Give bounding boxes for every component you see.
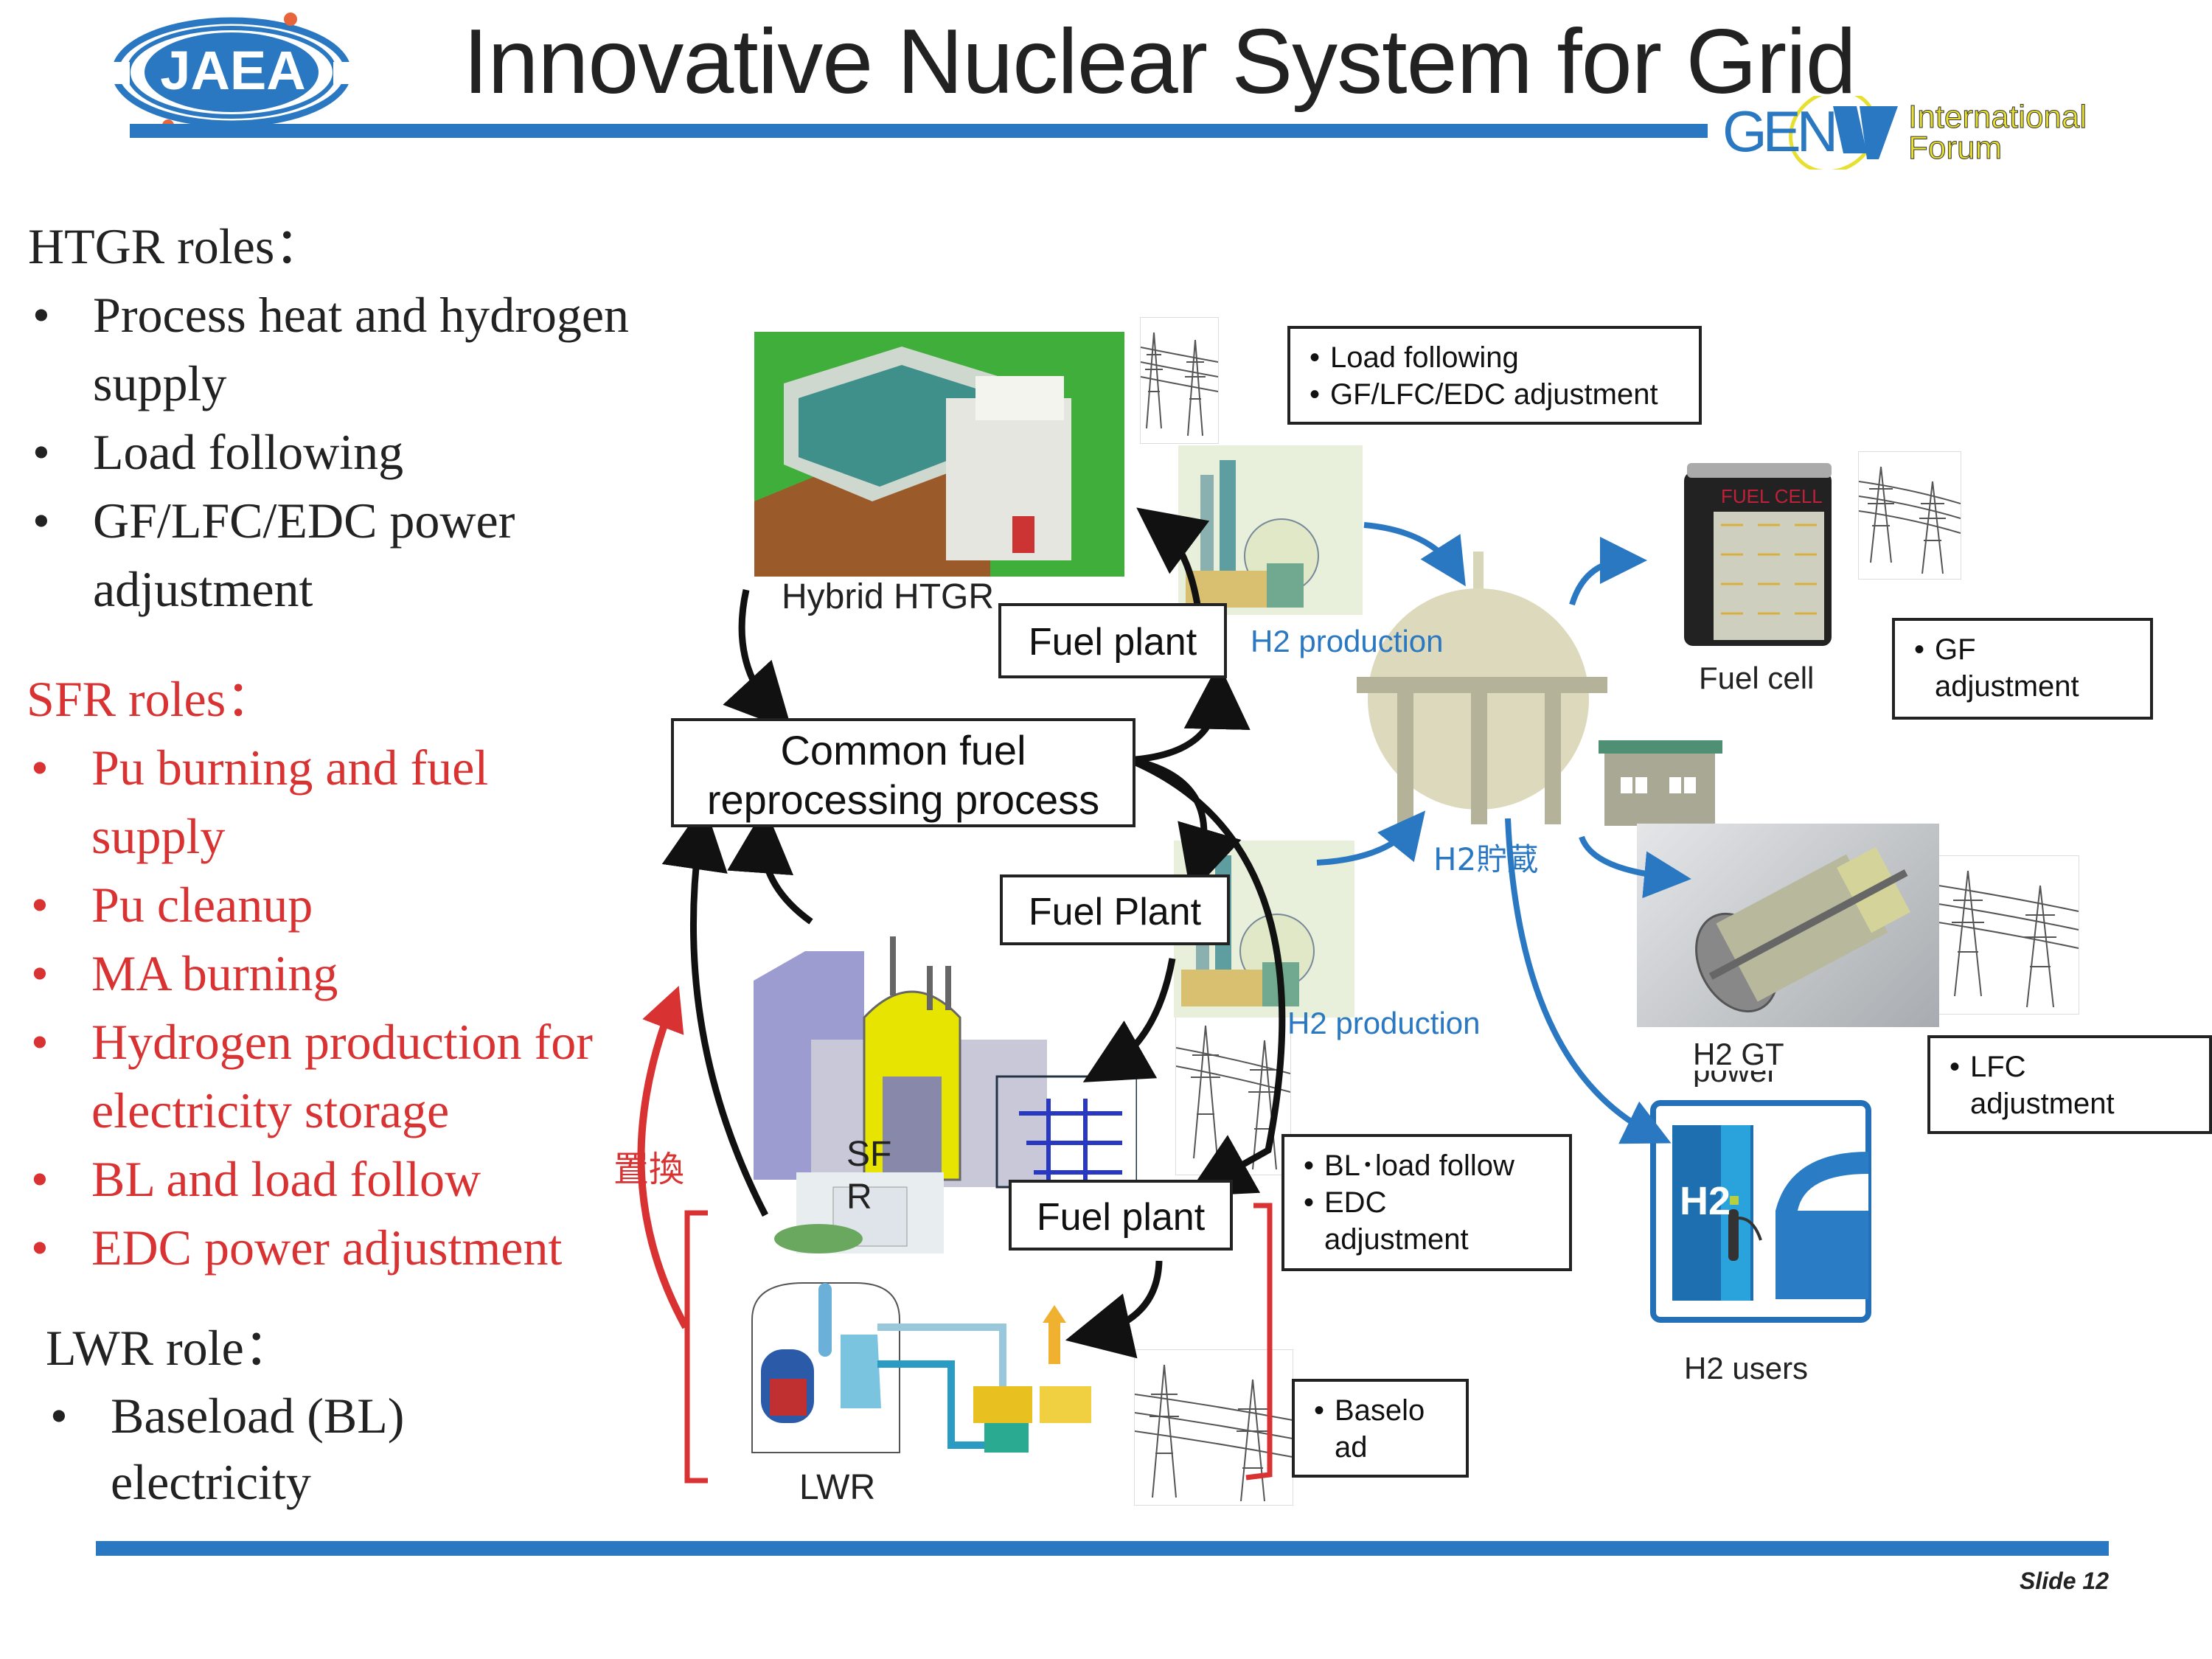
h2-fuel-station-icon xyxy=(1650,1100,1871,1323)
htgr-plant-illustration xyxy=(754,347,1071,577)
lwr-image xyxy=(737,1172,1135,1467)
h2-production-plant-image xyxy=(1178,445,1363,615)
power-tower-image xyxy=(1938,855,2079,1015)
sfr-plant-illustration xyxy=(754,936,1137,1189)
gt-caption-line2: power xyxy=(1693,1071,1777,1087)
storage-building-icon xyxy=(1599,740,1722,826)
h2-gas-turbine-image xyxy=(1637,824,1939,1027)
geniv-orbit-icon xyxy=(1789,96,1898,170)
fuel-cell-caption: Fuel cell xyxy=(1699,661,1815,695)
sfr-role-item: MA burning xyxy=(27,939,690,1008)
htgr-role-item: GF/LFC/EDC power adjustment xyxy=(28,487,639,624)
jaea-logo-text: JAEA xyxy=(160,40,306,101)
arrow-sfr-to-reprocessing xyxy=(727,807,813,925)
page-title: Innovative Nuclear System for Grid xyxy=(463,11,1857,113)
htgr-role-item: Load following xyxy=(28,418,728,487)
gas-turbine-icon xyxy=(1695,846,1910,1013)
sfr-image xyxy=(754,936,1137,1202)
h2-storage-label: H2貯蔵 xyxy=(1433,841,1539,877)
fuel-plant-box-lwr[interactable]: Fuel plant xyxy=(1009,1180,1233,1251)
power-tower-image xyxy=(1140,317,1219,444)
power-tower-icon xyxy=(1135,1364,1293,1502)
lwr-role-item: Baseload (BL) electricity xyxy=(46,1382,509,1515)
common-reprocessing-line1: Common fuel xyxy=(780,727,1026,773)
fuel-cell-image: FUEL CELL xyxy=(1684,459,1839,652)
power-tower-icon xyxy=(1176,1025,1290,1170)
lwr-plant-illustration xyxy=(751,1172,1091,1453)
h2-users-image: H2 xyxy=(1650,1100,1871,1323)
note-fuel-cell: GF adjustment xyxy=(1892,618,2153,720)
geniv-line1: International xyxy=(1907,99,2087,135)
note-gt: LFC adjustment xyxy=(1927,1035,2212,1134)
lwr-bracket-left xyxy=(684,1210,708,1484)
common-reprocessing-line2: reprocessing process xyxy=(706,776,1100,824)
replacement-label: 置換 xyxy=(613,1149,685,1190)
htgr-role-item: Process heat and hydrogen supply xyxy=(28,281,742,418)
h2-storage-tank xyxy=(1357,552,1607,824)
footer-divider xyxy=(96,1541,2109,1556)
arrow-htgr-to-reprocessing xyxy=(723,589,793,731)
lwr-roles-heading: LWR role： xyxy=(46,1320,294,1376)
h2-production-label-mid: H2 production xyxy=(1287,1006,1481,1040)
header-divider xyxy=(130,124,1708,138)
sfr-caption-line2: R xyxy=(846,1178,872,1217)
note-lwr: Baselo ad xyxy=(1292,1379,1469,1478)
fuel-cell-icon xyxy=(1684,463,1832,646)
sfr-role-item: Pu burning and fuel supply xyxy=(27,734,608,871)
sfr-roles-heading: SFR roles： xyxy=(27,671,276,727)
h2-users-icon-text: H2 xyxy=(1680,1179,1731,1223)
sfr-role-item: Hydrogen production for electricity stor… xyxy=(27,1008,637,1145)
lwr-roles: LWR role： Baseload (BL) electricity xyxy=(46,1314,503,1515)
power-tower-icon xyxy=(1141,332,1218,437)
jaea-logo: JAEA xyxy=(108,10,354,131)
note-sfr: BL･load follow EDC adjustment xyxy=(1281,1134,1572,1271)
h2-production-label-top: H2 production xyxy=(1251,624,1444,658)
h2-users-caption: H2 users xyxy=(1684,1351,1809,1385)
sfr-role-item: EDC power adjustment xyxy=(27,1214,690,1282)
gt-caption-line1: H2 GT xyxy=(1693,1037,1784,1071)
htgr-image xyxy=(754,332,1124,577)
power-tower-image xyxy=(1858,451,1961,580)
note-htgr: Load following GF/LFC/EDC adjustment xyxy=(1287,326,1702,425)
htgr-roles-heading: HTGR roles： xyxy=(28,218,325,274)
power-tower-icon xyxy=(1938,870,2079,1008)
storage-tank-icon xyxy=(1357,552,1607,824)
common-reprocessing-box[interactable]: Common fuel reprocessing process xyxy=(671,718,1135,827)
sfr-caption-line1: SF xyxy=(846,1135,892,1174)
htgr-caption: Hybrid HTGR xyxy=(782,577,995,616)
geniv-line2: Forum xyxy=(1907,130,2003,166)
power-tower-image xyxy=(1175,1010,1291,1175)
htgr-roles: HTGR roles： Process heat and hydrogen su… xyxy=(28,212,728,624)
power-tower-image xyxy=(1134,1349,1293,1506)
sfr-role-item: BL and load follow xyxy=(27,1145,690,1214)
sfr-roles: SFR roles： Pu burning and fuel supply Pu… xyxy=(27,665,690,1282)
geniv-gen-text: GEN xyxy=(1722,99,1838,164)
geniv-logo: GEN International Forum xyxy=(1722,96,2106,170)
sfr-role-item: Pu cleanup xyxy=(27,871,690,939)
fuel-plant-box-sfr[interactable]: Fuel Plant xyxy=(1000,874,1230,945)
chemical-plant-icon xyxy=(1186,460,1319,608)
slide-number: Slide 12 xyxy=(2020,1568,2109,1594)
fuel-cell-sign: FUEL CELL xyxy=(1721,485,1823,507)
power-tower-icon xyxy=(1859,466,1961,574)
lwr-caption: LWR xyxy=(799,1468,876,1507)
arrow-reprocessing-to-fuelplant xyxy=(1135,663,1251,763)
fuel-plant-box-htgr[interactable]: Fuel plant xyxy=(998,603,1227,678)
